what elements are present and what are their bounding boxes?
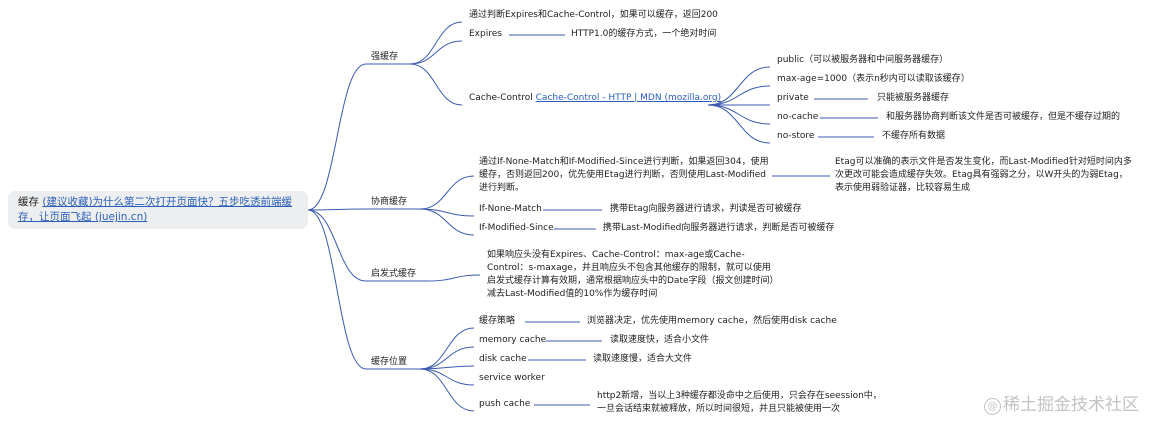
cc-private[interactable]: private xyxy=(777,93,809,103)
expires-desc[interactable]: HTTP1.0的缓存方式，一个绝对时间 xyxy=(571,29,717,39)
connector-9 xyxy=(409,40,463,65)
root-node[interactable]: 缓存 (建议收藏)为什么第二次打开页面快？五步吃透前端缓存，让页面飞起 (jue… xyxy=(8,191,308,229)
connector-22 xyxy=(419,208,475,236)
branch-cache-location[interactable]: 缓存位置 xyxy=(371,357,408,367)
push-cache-desc[interactable]: http2新增，当以上3种缓存都没命中之后使用，只会存在seession中，一旦… xyxy=(597,391,882,414)
connector-27 xyxy=(419,327,475,370)
cc-no-cache[interactable]: no-cache xyxy=(777,112,819,122)
connector-16 xyxy=(707,104,771,144)
cc-no-store-desc[interactable]: 不缓存所有数据 xyxy=(882,131,946,141)
connector-2 xyxy=(307,209,367,282)
if-none-match-desc[interactable]: 携带Etag向服务器进行请求，判读是否可被缓存 xyxy=(610,204,802,214)
connector-28 xyxy=(419,346,475,370)
etag-note[interactable]: Etag可以准确的表示文件是否发生变化，而Last-Modified针对短时间内… xyxy=(835,157,1132,193)
branch-strong-cache[interactable]: 强缓存 xyxy=(371,52,399,62)
service-worker-node[interactable]: service worker xyxy=(479,373,545,383)
strong-cache-intro[interactable]: 通过判断Expires和Cache-Control，如果可以缓存，返回200 xyxy=(469,10,718,20)
expires-node[interactable]: Expires xyxy=(469,29,502,39)
connector-15 xyxy=(707,104,771,125)
if-none-match-node[interactable]: If-None-Match xyxy=(479,204,542,214)
mdn-cache-control-link[interactable]: Cache-Control - HTTP | MDN (mozilla.org) xyxy=(535,93,722,103)
juejin-watermark: @稀土掘金技术社区 xyxy=(984,390,1139,415)
cc-max-age[interactable]: max-age=1000（表示n秒内可以读取该缓存） xyxy=(777,74,970,84)
root-title: 缓存 (建议收藏)为什么第二次打开页面快？五步吃透前端缓存，让页面飞起 (jue… xyxy=(18,196,293,223)
cache-policy-node[interactable]: 缓存策略 xyxy=(479,316,516,326)
memory-cache-desc[interactable]: 读取速度快，适合小文件 xyxy=(610,335,710,345)
connector-0 xyxy=(307,63,367,211)
cc-public[interactable]: public（可以被服务器和中间服务器缓存） xyxy=(777,55,949,65)
connector-31 xyxy=(419,368,475,412)
connector-1 xyxy=(307,208,367,211)
connector-8 xyxy=(409,21,463,65)
cache-control-node[interactable]: Cache-Control Cache-Control - HTTP | MDN… xyxy=(469,93,722,103)
heuristic-cache-desc[interactable]: 如果响应头没有Expires、Cache-Control：max-age或Cac… xyxy=(487,250,775,299)
branch-heuristic-cache[interactable]: 启发式缓存 xyxy=(371,269,417,279)
disk-cache-desc[interactable]: 读取速度慢，适合大文件 xyxy=(593,354,693,364)
push-cache-node[interactable]: push cache xyxy=(479,399,531,409)
root-article-link[interactable]: (建议收藏)为什么第二次打开页面快？五步吃透前端缓存，让页面飞起 (juejin… xyxy=(18,196,293,223)
connector-30 xyxy=(419,368,475,386)
connector-21 xyxy=(419,208,475,217)
connector-29 xyxy=(419,365,475,370)
if-modified-since-desc[interactable]: 携带Last-Modified向服务器进行请求，判断是否可被缓存 xyxy=(603,223,835,233)
connector-3 xyxy=(307,209,367,370)
disk-cache-node[interactable]: disk cache xyxy=(479,354,527,364)
cache-policy-desc[interactable]: 浏览器决定，优先使用memory cache，然后使用disk cache xyxy=(587,316,837,326)
cc-private-desc[interactable]: 只能被服务器缓存 xyxy=(877,93,950,103)
connector-20 xyxy=(419,175,475,210)
branch-negotiated-cache[interactable]: 协商缓存 xyxy=(371,197,408,207)
cc-no-store[interactable]: no-store xyxy=(777,131,815,141)
at-circle-icon: @ xyxy=(984,398,1001,415)
if-modified-since-node[interactable]: If-Modified-Since xyxy=(479,223,554,233)
memory-cache-node[interactable]: memory cache xyxy=(479,335,547,345)
connector-10 xyxy=(409,63,463,106)
negotiated-cache-intro[interactable]: 通过If-None-Match和If-Modified-Since进行判断，如果… xyxy=(479,157,769,193)
cc-no-cache-desc[interactable]: 和服务器协商判断该文件是否可被缓存，但是不缓存过期的 xyxy=(886,112,1121,122)
connector-26 xyxy=(427,274,481,282)
